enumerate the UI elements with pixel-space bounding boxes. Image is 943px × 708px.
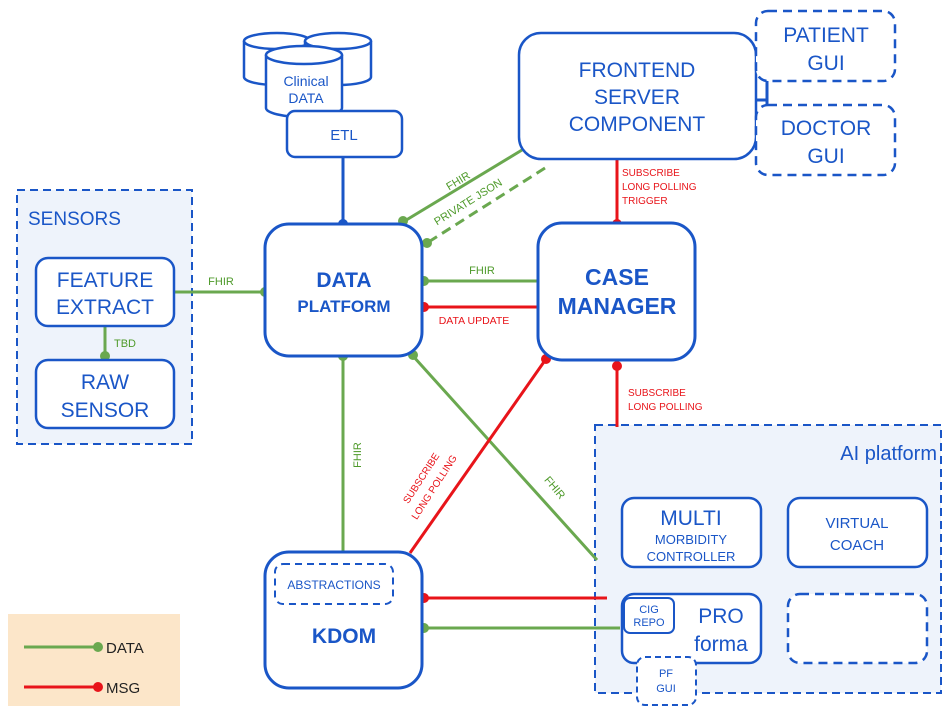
patient-gui-label-1: PATIENT (783, 24, 869, 47)
feature-extract-label-2: EXTRACT (56, 296, 154, 319)
case-manager-box (536, 221, 697, 362)
data-update-label: DATA UPDATE (439, 315, 510, 327)
raw-sensor-label-2: SENSOR (61, 399, 150, 422)
clinical-data-label-1: Clinical (283, 73, 328, 89)
pf-gui-label-2: GUI (656, 683, 676, 695)
sensor-fhir-label: FHIR (208, 276, 234, 288)
frontend-label-3: COMPONENT (569, 113, 706, 136)
legend-box (8, 614, 180, 706)
frontend-cm-label-3: TRIGGER (622, 196, 668, 207)
virtual-coach-label-1: VIRTUAL (825, 515, 888, 532)
dp-ai-fhir-link (411, 354, 599, 562)
dp-ai-fhir-label: FHIR (541, 474, 567, 501)
data-platform-box (263, 222, 424, 358)
abstractions-box (274, 563, 394, 605)
doctor-gui-label-2: GUI (807, 145, 844, 168)
multi-morbidity-box (620, 496, 763, 569)
data-platform-label-2: PLATFORM (297, 297, 390, 316)
multi-label-1: MULTI (660, 507, 721, 530)
cig-repo-label-1: CIG (639, 604, 659, 616)
multi-label-3: CONTROLLER (647, 549, 736, 564)
etl-label: ETL (330, 127, 358, 144)
private-json-endpoint (422, 238, 432, 248)
legend-data-dot (93, 642, 103, 652)
tbd-label: TBD (114, 338, 136, 350)
kdom-label: KDOM (312, 625, 376, 648)
clinical-data-label-2: DATA (288, 90, 324, 106)
feature-extract-label-1: FEATURE (57, 269, 153, 292)
doctor-gui-box (754, 103, 897, 177)
raw-sensor-label-1: RAW (81, 371, 129, 394)
patient-gui-box (754, 9, 897, 83)
frontend-cm-label-2: LONG POLLING (622, 182, 697, 193)
dp-cm-fhir-label: FHIR (469, 265, 495, 277)
private-json-link (426, 166, 546, 245)
pf-gui-label-1: PF (659, 668, 673, 680)
cm-ai-endpoint (612, 361, 622, 371)
frontend-fhir-link (402, 148, 523, 224)
multi-label-2: MORBIDITY (655, 532, 728, 547)
cm-ai-label-1: SUBSCRIBE (628, 388, 686, 399)
private-json-label: PRIVATE JSON (432, 177, 504, 228)
frontend-cm-label-1: SUBSCRIBE (622, 168, 680, 179)
data-platform-label-1: DATA (316, 269, 371, 292)
doctor-gui-label-1: DOCTOR (781, 117, 872, 140)
kdom-cm-link (408, 358, 548, 554)
clinical-data-database: Clinical DATA (242, 31, 373, 119)
proforma-label-1: PRO (698, 605, 744, 628)
virtual-coach-label-2: COACH (830, 537, 884, 554)
dp-kdom-fhir-label: FHIR (352, 442, 364, 468)
ai-platform-title: AI platform (840, 443, 937, 465)
virtual-coach-box (786, 496, 929, 569)
tbd-endpoint (100, 351, 110, 361)
cig-repo-box (623, 597, 675, 634)
empty-component-box (786, 592, 929, 665)
proforma-label-2: forma (694, 633, 748, 656)
legend-msg-label: MSG (106, 680, 140, 697)
raw-sensor-box (34, 358, 176, 430)
abstractions-label: ABSTRACTIONS (287, 578, 380, 592)
legend-data-label: DATA (106, 640, 144, 657)
pf-gui-box (636, 656, 697, 706)
frontend-label-2: SERVER (594, 86, 680, 109)
patient-gui-label-2: GUI (807, 52, 844, 75)
frontend-label-1: FRONTEND (579, 59, 696, 82)
sensors-title: SENSORS (28, 209, 121, 230)
frontend-server-box (517, 31, 758, 161)
cig-repo-label-2: REPO (633, 617, 665, 629)
case-manager-label-1: CASE (585, 264, 649, 290)
case-manager-label-2: MANAGER (558, 293, 677, 319)
etl-box (285, 109, 404, 159)
legend-msg-dot (93, 682, 103, 692)
cm-ai-label-2: LONG POLLING (628, 402, 703, 413)
feature-extract-box (34, 256, 176, 328)
